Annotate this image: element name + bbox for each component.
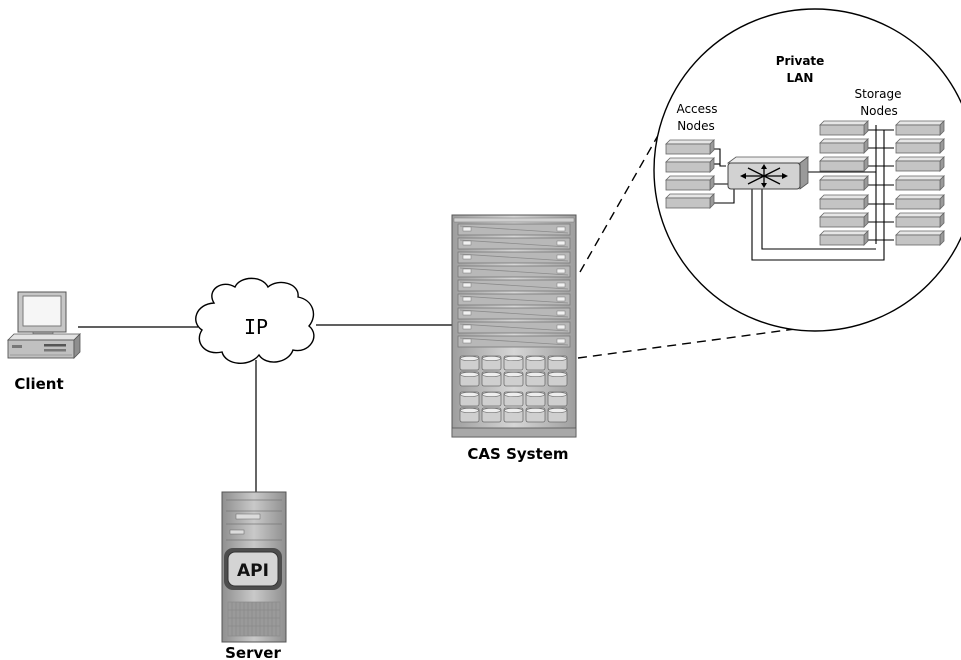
- lan-wiring: [712, 125, 894, 261]
- zoom-line-top: [579, 131, 661, 273]
- storage-nodes-label-line1: Storage: [855, 87, 902, 101]
- storage-nodes-label-line2: Nodes: [860, 104, 898, 118]
- private-lan-label-line2: LAN: [787, 71, 814, 85]
- client-label: Client: [14, 375, 63, 393]
- rack-bays: [457, 223, 571, 348]
- zoom-lines: [577, 131, 826, 359]
- zoom-line-bottom: [577, 324, 826, 359]
- cas-system-label: CAS System: [467, 445, 568, 463]
- connection-lines: [78, 324, 454, 493]
- private-lan-label-line1: Private: [776, 54, 825, 68]
- network-label: IP: [244, 315, 268, 339]
- client-computer-icon: [7, 291, 81, 359]
- cloud-icon: [195, 277, 315, 364]
- api-label: API: [237, 561, 269, 581]
- storage-rack-icon: [451, 214, 577, 438]
- access-nodes-label-line1: Access: [676, 102, 717, 116]
- server-vent: [227, 601, 281, 637]
- private-lan-detail: Private LAN Access Nodes Storage Nodes: [653, 8, 961, 332]
- access-nodes-label-line2: Nodes: [677, 119, 715, 133]
- server-label: Server: [225, 644, 281, 660]
- network-switch-icon: [726, 156, 810, 190]
- tower-server-icon: [221, 491, 287, 643]
